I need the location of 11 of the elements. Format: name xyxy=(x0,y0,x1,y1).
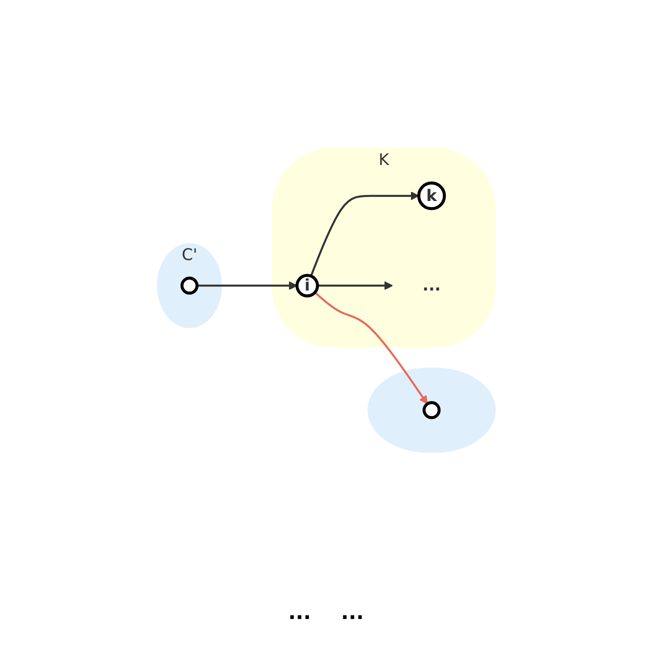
arrow xyxy=(317,280,393,290)
note-text: ... xyxy=(288,600,311,624)
arrow xyxy=(310,191,419,276)
note-text: ... xyxy=(341,600,364,624)
node-text: ... xyxy=(422,275,440,294)
arrow xyxy=(196,280,298,290)
node-circle: i xyxy=(295,274,319,298)
node-circle: k xyxy=(416,181,446,210)
node-circle xyxy=(180,276,198,294)
node-circle xyxy=(422,400,440,419)
arrow xyxy=(314,291,428,404)
